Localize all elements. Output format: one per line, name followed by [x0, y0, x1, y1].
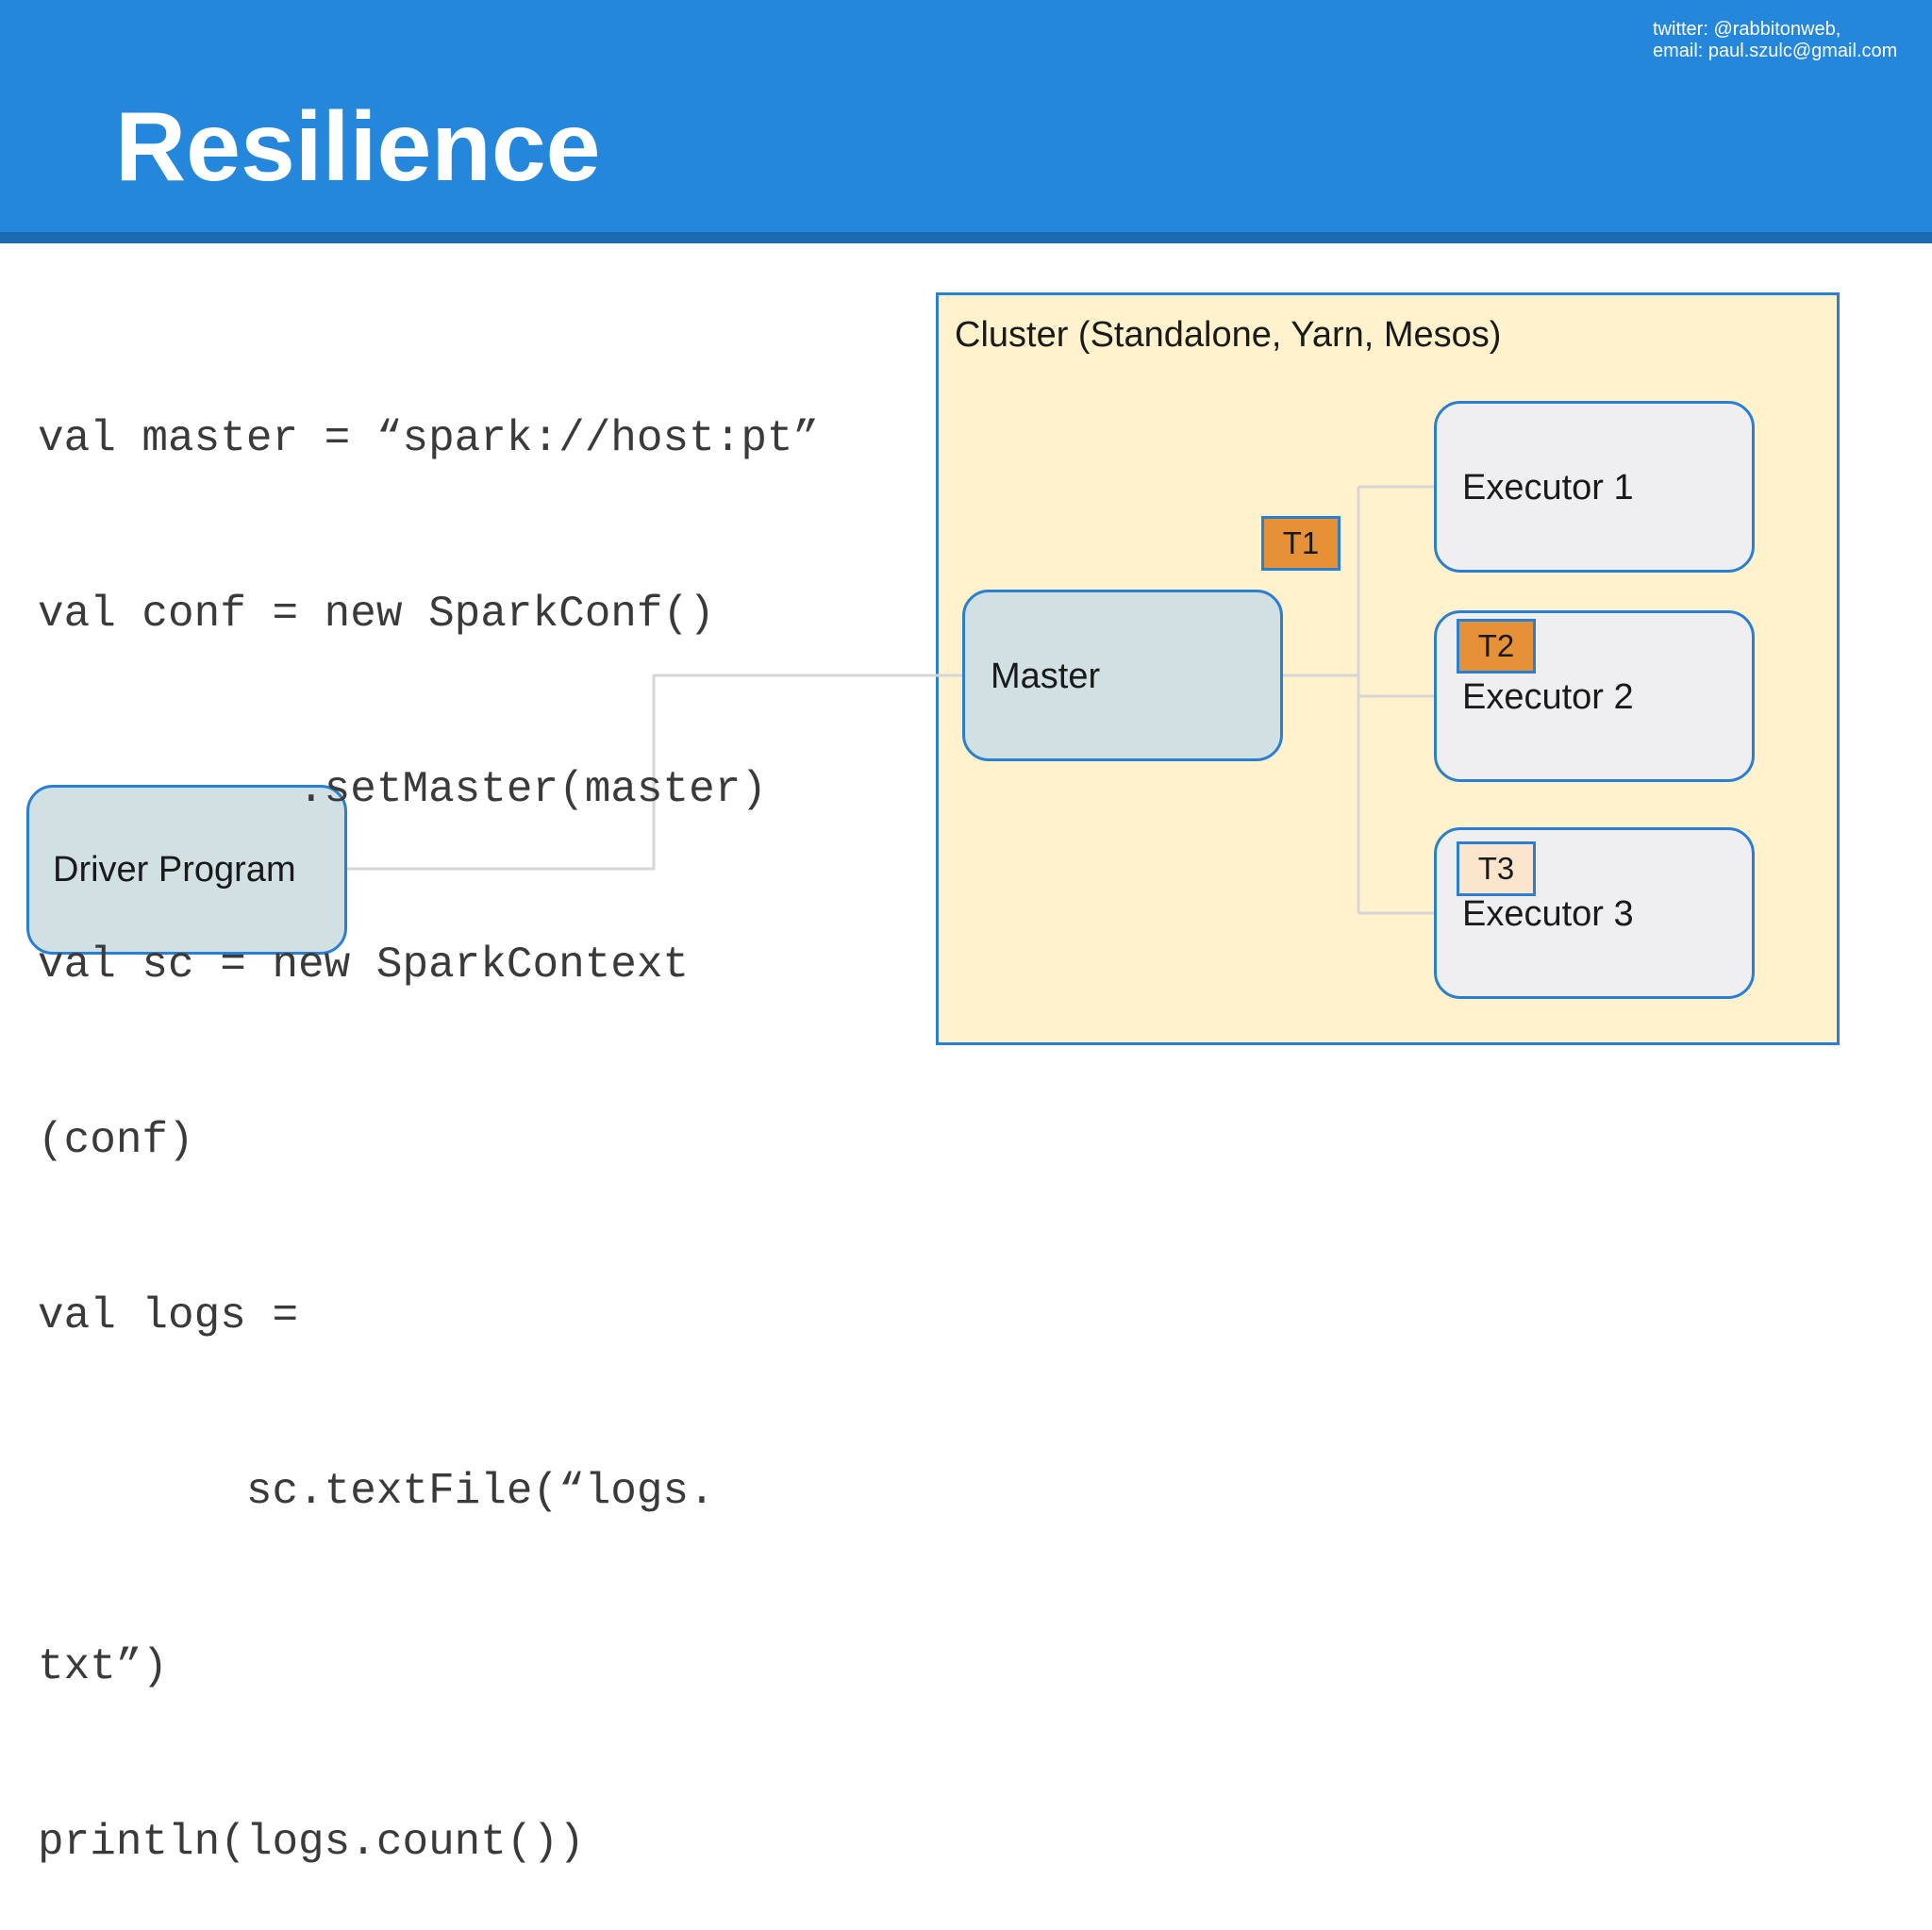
- slide-header: [0, 0, 1932, 232]
- code-line: (conf): [38, 1116, 194, 1165]
- connector-lines: [347, 485, 1434, 915]
- executor-1-node: [1434, 401, 1755, 573]
- code-line: val master = “spark://host:pt”: [38, 414, 820, 463]
- code-line: val conf = new SparkConf(): [38, 590, 715, 639]
- task-t2: T2: [1457, 619, 1536, 674]
- code-line: txt”): [38, 1642, 169, 1691]
- code-line: println(logs.count()): [38, 1818, 585, 1867]
- contact-info: twitter: @rabbitonweb, email: paul.szulc…: [1653, 19, 1897, 62]
- driver-program-node: [26, 785, 347, 955]
- slide-title: Resilience: [115, 92, 601, 202]
- executor-1-label: Executor 1: [1462, 468, 1634, 507]
- code-line: .setMaster(master): [38, 765, 767, 814]
- code-line: val logs =: [38, 1291, 299, 1340]
- cluster-label: Cluster (Standalone, Yarn, Mesos): [955, 315, 1502, 355]
- header-rule: [0, 232, 1932, 243]
- driver-to-master-connector: [347, 674, 962, 871]
- driver-program-label: Driver Program: [53, 850, 296, 890]
- contact-twitter: twitter: @rabbitonweb,: [1653, 19, 1841, 40]
- code-block: val master = “spark://host:pt” val conf …: [38, 292, 819, 1930]
- task-t3: T3: [1457, 841, 1536, 896]
- executor-2-label: Executor 2: [1462, 677, 1634, 717]
- contact-email: email: paul.szulc@gmail.com: [1653, 41, 1898, 61]
- code-line: sc.textFile(“logs.: [38, 1467, 715, 1516]
- master-node: [962, 590, 1283, 761]
- master-label: Master: [991, 657, 1101, 696]
- task-t1: T1: [1261, 516, 1341, 571]
- executor-3-label: Executor 3: [1462, 894, 1634, 934]
- code-line: val sc = new SparkContext: [38, 940, 690, 990]
